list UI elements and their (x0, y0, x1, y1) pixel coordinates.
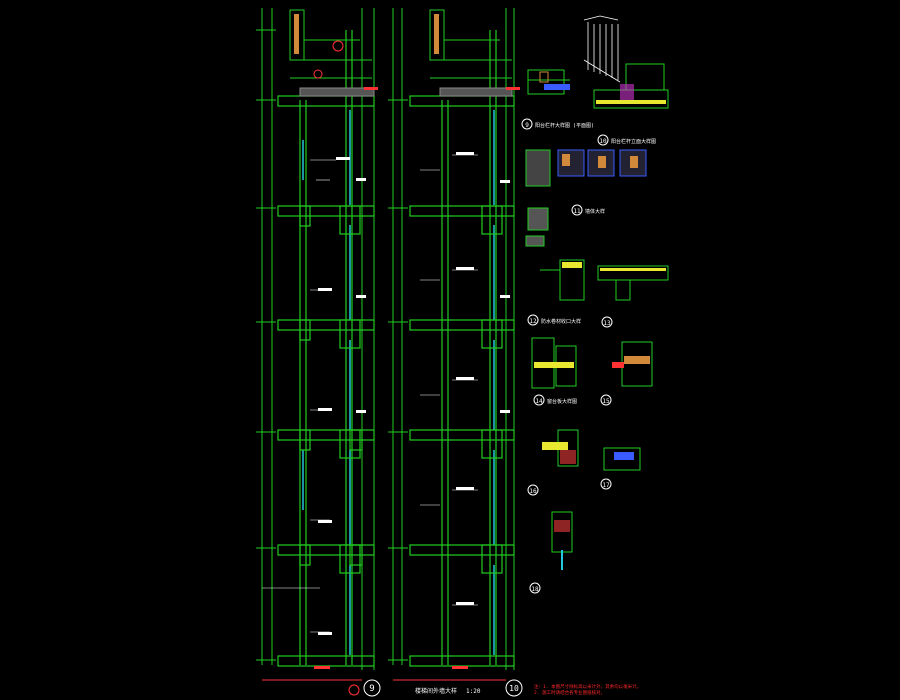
detail-11-title: 墙体大样 (585, 208, 605, 215)
detail-sheet: 9 阳台栏杆大样图 (平面图) 10 (521, 15, 669, 696)
detail-9-title: 阳台栏杆大样图 (平面图) (535, 122, 594, 129)
svg-text:9: 9 (525, 122, 529, 129)
detail-12: 12 防水卷材收口大样 (527, 259, 585, 326)
wall-section-10: 10 (349, 8, 523, 697)
detail-9: 9 阳台栏杆大样图 (平面图) (521, 69, 594, 130)
detail-10-title: 阳台栏杆立面大样图 (611, 138, 656, 145)
roof-parapet-9 (289, 9, 375, 97)
floor-slabs-10 (349, 95, 515, 667)
svg-text:14: 14 (535, 398, 543, 405)
svg-text:16: 16 (529, 488, 537, 495)
section-9-scale: 1:20 (466, 688, 481, 695)
detail-16: 16 (527, 429, 579, 496)
section-mark-10-label: 10 (509, 684, 519, 693)
svg-text:18: 18 (531, 586, 539, 593)
section-mark-9: 9 (363, 679, 381, 697)
detail-15: 15 (600, 341, 653, 406)
svg-text:15: 15 (602, 398, 610, 405)
detail-13: 13 (597, 265, 669, 328)
svg-text:11: 11 (573, 208, 581, 215)
svg-text:17: 17 (602, 482, 610, 489)
wall-section-9: 9 楼梯间外墙大样 1:20 (256, 8, 481, 697)
detail-14: 14 窗台板大样图 (531, 337, 577, 406)
axis-bubble (348, 684, 360, 696)
section-mark-9-label: 9 (369, 684, 374, 694)
detail-12-title: 防水卷材收口大样 (541, 318, 581, 325)
detail-14-title: 窗台板大样图 (547, 398, 577, 405)
section-9-title: 楼梯间外墙大样 (415, 687, 457, 695)
svg-text:12: 12 (529, 318, 537, 325)
note-line-1: 注：1. 本图尺寸除标高以米计外，其余均以毫米计。 (534, 683, 641, 690)
notes-block: 注：1. 本图尺寸除标高以米计外，其余均以毫米计。 2. 施工时请结合各专业图纸… (534, 683, 641, 696)
dimension-ticks-left (256, 29, 276, 661)
detail-11: 11 墙体大样 (525, 149, 647, 247)
detail-18: 18 (529, 511, 573, 594)
detail-10: 10 阳台栏杆立面大样图 (583, 15, 669, 146)
detail-17: 17 (600, 447, 641, 490)
floor-slabs-9 (277, 95, 375, 667)
svg-text:13: 13 (603, 320, 611, 327)
insulation-strip (294, 14, 299, 54)
svg-text:10: 10 (599, 138, 607, 145)
section-mark-10: 10 (505, 679, 523, 697)
note-line-2: 2. 施工时请结合各专业图纸核对。 (534, 689, 605, 696)
